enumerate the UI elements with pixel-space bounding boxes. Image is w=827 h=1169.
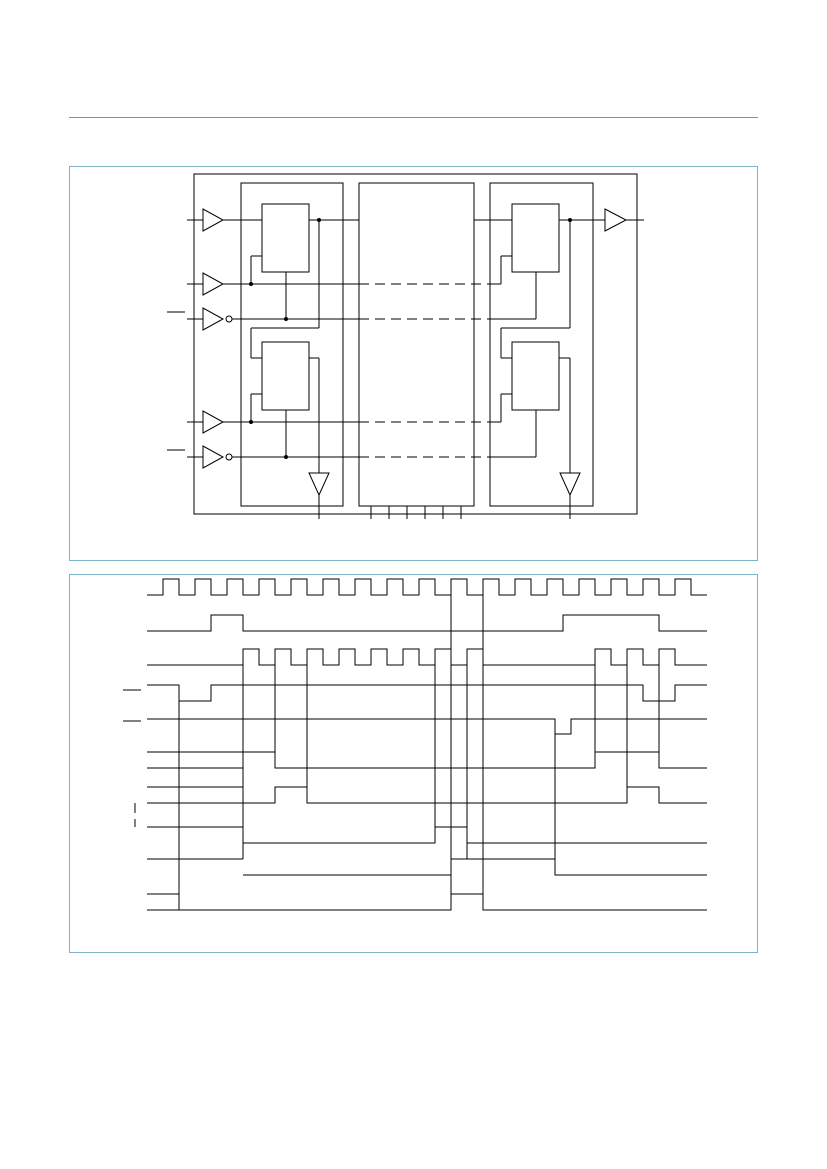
- waveform-row-6: [147, 751, 707, 769]
- timing-reference-lines: [178, 595, 660, 894]
- input-buffer-5-inverting: [167, 445, 359, 469]
- flip-flop-left-lower: [261, 341, 310, 411]
- core-output-pins: [370, 506, 462, 519]
- input-buffer-2: [187, 272, 359, 296]
- core-block: [358, 182, 475, 507]
- output-register-block: [489, 182, 594, 507]
- right-register-wiring: [474, 208, 644, 519]
- input-buffer-1: [187, 208, 262, 232]
- waveform-row-7: [147, 786, 707, 804]
- timing-diagram-panel: [69, 574, 758, 953]
- chip-outline: [193, 173, 638, 515]
- block-diagram: [167, 173, 644, 519]
- input-buffer-4: [187, 410, 359, 434]
- waveform-row-5: [147, 718, 707, 735]
- left-register-wiring: [249, 218, 359, 519]
- core-dashed-paths: [359, 283, 490, 458]
- waveform-row-9: [147, 858, 707, 876]
- waveform-clock: [147, 578, 707, 596]
- block-diagram-panel: [69, 166, 758, 561]
- waveform-row-10: [147, 893, 707, 911]
- flip-flop-right-lower: [511, 341, 560, 411]
- input-register-block: [240, 182, 344, 507]
- input-buffer-3-inverting: [167, 307, 359, 331]
- flip-flop-right-upper: [511, 203, 560, 273]
- waveform-row-4: [147, 684, 707, 702]
- flip-flop-left-upper: [261, 203, 310, 273]
- waveform-row-3: [147, 648, 707, 666]
- waveform-row-8: [147, 826, 707, 844]
- timing-diagram: [123, 578, 707, 911]
- header-rule: [69, 117, 758, 118]
- waveform-row-2: [147, 614, 707, 632]
